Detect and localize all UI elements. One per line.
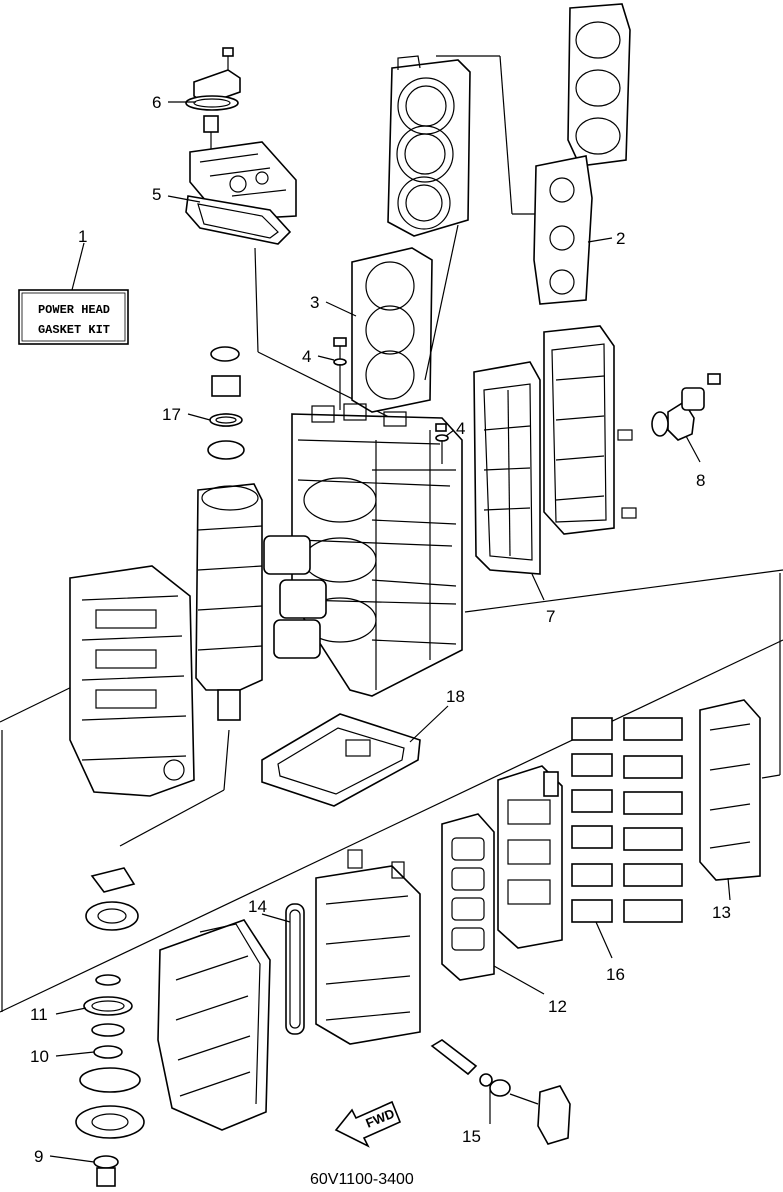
callout-4a: 4 (302, 347, 311, 366)
part-reed-plate-gasket-13 (699, 699, 761, 881)
callout-10: 10 (30, 1047, 49, 1066)
callout-15: 15 (462, 1127, 481, 1146)
part-bolts-4 (333, 337, 449, 464)
callout-17: 17 (162, 405, 181, 424)
callout-13: 13 (712, 903, 731, 922)
callout-9: 9 (34, 1147, 43, 1166)
part-cylinder-gasket (351, 224, 459, 413)
kit-box-line1: POWER HEAD (38, 303, 110, 317)
section-divider-lines (0, 569, 783, 1013)
part-crankshaft (119, 346, 327, 847)
power-head-gasket-kit-box: POWER HEAD GASKET KIT (18, 242, 129, 345)
part-reed-housing (497, 765, 563, 949)
callout-1: 1 (78, 227, 87, 246)
part-reed-gasket-12 (441, 813, 495, 981)
part-top-cover-group (185, 47, 396, 421)
part-reed-gaskets-16 (571, 717, 613, 959)
part-lower-seals (85, 867, 139, 931)
part-intake-manifold (315, 849, 421, 1045)
callout-3: 3 (310, 293, 319, 312)
part-code: 60V1100-3400 (310, 1171, 414, 1188)
callout-4b: 4 (456, 419, 465, 438)
callout-7: 7 (546, 607, 555, 626)
callout-12: 12 (548, 997, 567, 1016)
part-exhaust-gasket-7 (473, 361, 541, 575)
part-reed-valves (623, 717, 683, 923)
callout-8: 8 (696, 471, 705, 490)
part-exhaust-cover-plate (543, 325, 637, 535)
part-thermostat-8 (651, 373, 721, 463)
kit-box-line2: GASKET KIT (38, 323, 110, 337)
callout-numbers: 1 2 3 4 4 5 6 7 8 9 10 11 12 13 14 15 16… (30, 93, 731, 1166)
callout-5: 5 (152, 185, 161, 204)
part-seals-17 (209, 413, 243, 427)
callout-leaders (49, 101, 731, 1163)
fwd-arrow: FWD (334, 1100, 402, 1148)
callout-6: 6 (152, 93, 161, 112)
part-sensor-15 (430, 1039, 571, 1145)
part-oring-14 (285, 903, 305, 1035)
part-base-gasket-18 (261, 705, 449, 807)
part-lower-seal-stack (75, 974, 145, 1187)
callout-16: 16 (606, 965, 625, 984)
callout-18: 18 (446, 687, 465, 706)
part-crankcase-half (69, 565, 195, 797)
callout-14: 14 (248, 897, 267, 916)
part-silencer (157, 919, 271, 1131)
part-cylinder-head-cover (387, 55, 540, 237)
part-exhaust-cover-stack (533, 3, 631, 305)
callout-2: 2 (616, 229, 625, 248)
callout-11: 11 (30, 1005, 48, 1024)
